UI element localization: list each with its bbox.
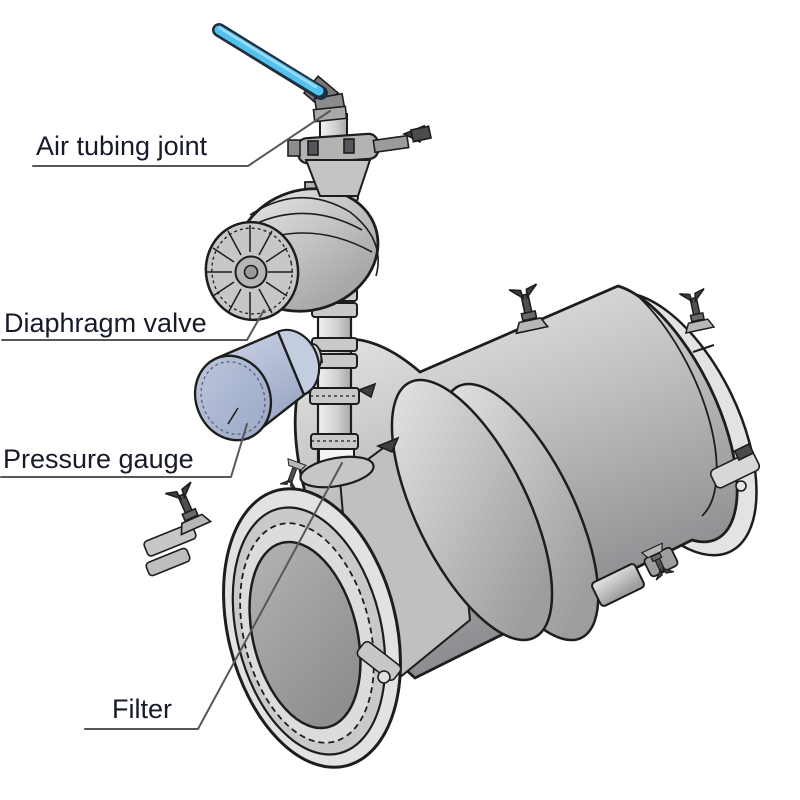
collar-wing-left xyxy=(279,457,307,491)
inlet-arm-nut xyxy=(410,125,432,143)
filter-front-flange xyxy=(222,487,402,769)
valve-face-stitch-ring xyxy=(211,227,293,315)
label-diaphragm-valve: Diaphragm valve xyxy=(4,308,207,338)
diaphragm-valve xyxy=(204,181,380,322)
inlet-collar-arm xyxy=(372,134,410,154)
filter-housing xyxy=(143,284,761,769)
gauge-face-stitch-ring xyxy=(200,361,266,435)
gauge-face xyxy=(193,354,273,442)
valve-hub-center xyxy=(243,264,259,280)
end-cap-seam xyxy=(639,297,718,517)
leader-line-filter xyxy=(84,462,343,730)
pressure-gauge xyxy=(193,328,324,442)
collar-wing-right xyxy=(375,436,400,454)
label-pressure-gauge: Pressure gauge xyxy=(3,444,194,474)
inlet-collar-detail-1 xyxy=(307,140,319,156)
inlet-clamp-assembly xyxy=(212,23,432,197)
inlet-collar-left-nub xyxy=(287,139,301,157)
valve-face-ribs xyxy=(207,225,293,319)
end-cap-joint-line xyxy=(692,344,715,353)
label-filter: Filter xyxy=(112,694,172,724)
band-ring-front xyxy=(390,378,554,642)
label-air-tubing-joint: Air tubing joint xyxy=(36,131,208,161)
wing-nut-clamp-top-left xyxy=(508,283,550,335)
leader-line-air-tubing-joint xyxy=(32,110,331,167)
leader-line-diaphragm-valve xyxy=(1,309,265,341)
inlet-reducer xyxy=(304,159,372,197)
air-tube xyxy=(212,23,328,100)
gauge-pointer xyxy=(227,407,239,425)
wing-nut-clamp-flange xyxy=(165,481,213,536)
leader-line-pressure-gauge xyxy=(0,423,248,478)
housing-foot xyxy=(591,563,645,607)
pipe-clamp-wing-right xyxy=(357,382,377,399)
wing-nut-clamp-top-right xyxy=(679,288,716,334)
flange-latch xyxy=(356,640,402,684)
filter-opening xyxy=(248,540,362,730)
end-cap-lug xyxy=(709,442,761,492)
inlet-collar-detail-2 xyxy=(343,138,355,154)
wing-nut-clamp-bottom xyxy=(640,542,675,581)
